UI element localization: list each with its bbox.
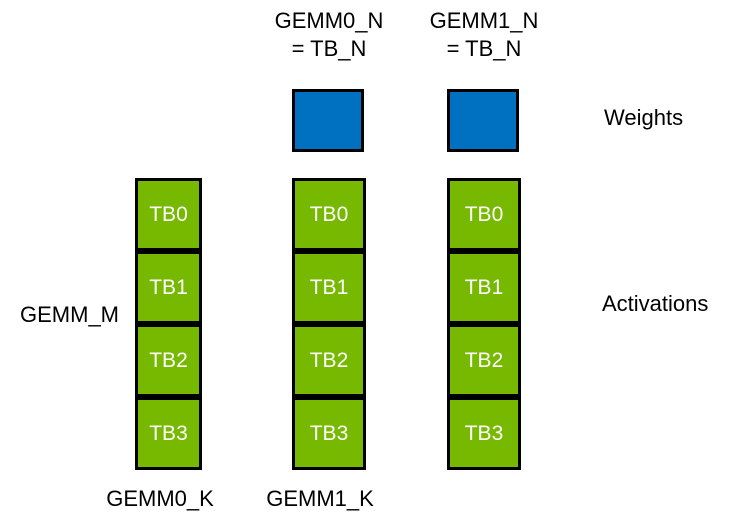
tb-cell: TB2 — [447, 324, 521, 397]
tb-cell: TB1 — [292, 251, 366, 324]
tb-cell: TB0 — [135, 178, 202, 251]
gemm1-k-label: GEMM1_K — [266, 486, 374, 511]
heading-gemm0-n-line2: = TB_N — [291, 36, 367, 61]
heading-gemm1-n: GEMM1_N = TB_N — [414, 7, 554, 63]
gemm-m-label: GEMM_M — [20, 302, 119, 327]
tb-cell: TB0 — [447, 178, 521, 251]
gemm0-k-label: GEMM0_K — [106, 486, 214, 511]
tb-cell: TB2 — [292, 324, 366, 397]
tb-cell: TB3 — [447, 397, 521, 470]
heading-gemm0-n: GEMM0_N = TB_N — [259, 7, 399, 63]
activations-label: Activations — [602, 291, 709, 316]
activation-column-1: TB0 TB1 TB2 TB3 — [292, 178, 366, 470]
weights-block-gemm0 — [292, 89, 364, 152]
activation-column-2: TB0 TB1 TB2 TB3 — [447, 178, 521, 470]
heading-gemm1-n-line2: = TB_N — [446, 36, 522, 61]
tb-cell: TB2 — [135, 324, 202, 397]
heading-gemm1-n-line1: GEMM1_N — [429, 8, 539, 33]
tb-cell: TB0 — [292, 178, 366, 251]
weights-block-gemm1 — [447, 89, 519, 152]
tb-cell: TB1 — [135, 251, 202, 324]
weights-label: Weights — [604, 105, 684, 130]
tb-cell: TB3 — [292, 397, 366, 470]
tb-cell: TB3 — [135, 397, 202, 470]
heading-gemm0-n-line1: GEMM0_N — [274, 8, 384, 33]
tb-cell: TB1 — [447, 251, 521, 324]
activation-column-0: TB0 TB1 TB2 TB3 — [135, 178, 202, 470]
